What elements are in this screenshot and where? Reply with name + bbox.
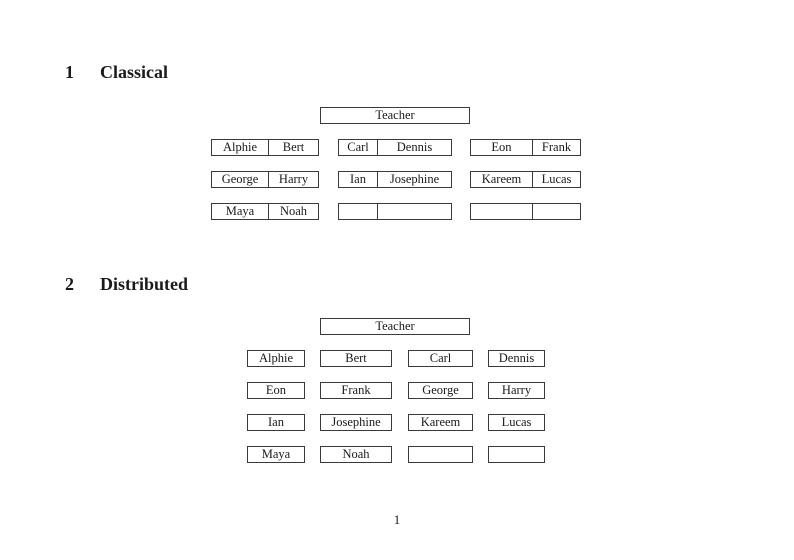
section-2-heading: 2 Distributed [65, 274, 188, 294]
page-number: 1 [393, 512, 401, 527]
seat-left: Maya [225, 204, 255, 218]
seat-left [339, 204, 377, 219]
seat: Frank [320, 382, 392, 399]
seat-left: Carl [347, 140, 369, 154]
seat-left [471, 204, 532, 219]
seat: Noah [320, 446, 392, 463]
section-1-number: 1 [65, 62, 74, 82]
seat-right: Josephine [377, 172, 451, 187]
section-2-title: Distributed [100, 274, 189, 294]
teacher-box-classical: Teacher [320, 107, 470, 124]
desk-pair: George Harry [211, 171, 319, 188]
seat: Eon [247, 382, 305, 399]
desk-pair: Eon Frank [470, 139, 581, 156]
seat-right: Harry [268, 172, 318, 187]
seat-right [532, 204, 580, 219]
seat-left: Eon [491, 140, 512, 154]
desk-pair: Maya Noah [211, 203, 319, 220]
seat: Dennis [488, 350, 545, 367]
seat-right: Frank [532, 140, 580, 155]
seat-left: Alphie [222, 140, 258, 154]
seat-right [377, 204, 451, 219]
desk-pair [470, 203, 581, 220]
seat-right: Noah [268, 204, 318, 219]
seat-left: Ian [350, 172, 366, 186]
desk-pair: Alphie Bert [211, 139, 319, 156]
seat: George [408, 382, 473, 399]
desk-pair [338, 203, 452, 220]
seat: Harry [488, 382, 545, 399]
seat-left: Kareem [481, 172, 522, 186]
seat-left: George [221, 172, 259, 186]
seat: Maya [247, 446, 305, 463]
section-1-title: Classical [100, 62, 169, 82]
seat: Josephine [320, 414, 392, 431]
seat: Alphie [247, 350, 305, 367]
seat-right: Bert [268, 140, 318, 155]
teacher-box-distributed: Teacher [320, 318, 470, 335]
seat: Carl [408, 350, 473, 367]
seat: Lucas [488, 414, 545, 431]
seat: Ian [247, 414, 305, 431]
seat: Bert [320, 350, 392, 367]
section-2-number: 2 [65, 274, 74, 294]
desk-pair: Carl Dennis [338, 139, 452, 156]
seat: Kareem [408, 414, 473, 431]
desk-pair: Kareem Lucas [470, 171, 581, 188]
seat [488, 446, 545, 463]
section-1-heading: 1 Classical [65, 62, 168, 82]
seat-right: Dennis [377, 140, 451, 155]
seat-right: Lucas [532, 172, 580, 187]
seat [408, 446, 473, 463]
desk-pair: Ian Josephine [338, 171, 452, 188]
